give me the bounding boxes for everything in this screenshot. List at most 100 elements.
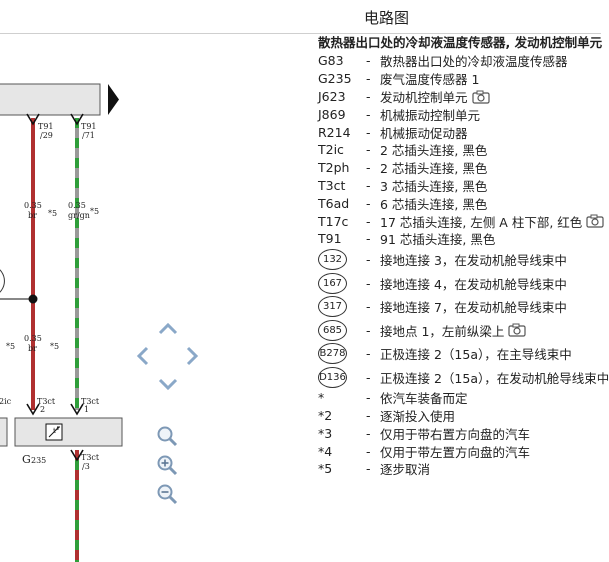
connector-t3ct-3-pin: /3: [82, 462, 90, 471]
legend-description-text: 机械振动控制单元: [380, 107, 481, 123]
legend-description-text: 17 芯插头连接, 左侧 A 柱下部, 红色: [380, 214, 583, 230]
legend-ground-row: D136 -正极连接 2（15a），在发动机舱导线束中: [318, 365, 609, 389]
pin-arrow-t91-71: [70, 113, 84, 126]
pan-navigation: [130, 318, 206, 394]
legend-ground-code-cell: B278: [318, 343, 366, 365]
legend-description-text: 发动机控制单元: [380, 90, 468, 105]
chevron-up-icon[interactable]: [157, 318, 179, 340]
legend-code: T6ad: [318, 195, 350, 211]
pin-arrow-t3ct-1: [70, 403, 84, 416]
connector-t91-29-label: T91: [38, 122, 54, 131]
wire-right-upper-note: *5: [90, 207, 99, 216]
legend-dash: -: [366, 407, 371, 423]
connector-t2ic-label: 2ic: [0, 397, 12, 406]
zoom-reset-icon[interactable]: [156, 425, 178, 447]
legend-dash: -: [366, 461, 371, 477]
connector-t91-71-label: T91: [81, 122, 97, 131]
legend-row: T2ic-2 芯插头连接, 黑色: [318, 141, 601, 159]
legend-description: 仅用于带右置方向盘的汽车: [380, 424, 530, 443]
legend-ground-code-cell: D136: [318, 366, 366, 388]
legend-dash: -: [366, 231, 371, 247]
legend-code: G83: [318, 53, 344, 69]
legend-description: 接地连接 3，在发动机舱导线束中: [380, 250, 567, 269]
legend-description: 接地点 1，左前纵梁上: [380, 321, 527, 340]
legend-dash: -: [366, 106, 371, 122]
chevron-left-icon[interactable]: [132, 345, 154, 367]
legend-title: 散热器出口处的冷却液温度传感器, 发动机控制单元: [318, 35, 603, 50]
camera-icon[interactable]: [508, 323, 527, 337]
legend-row: J623-发动机控制单元: [318, 88, 601, 106]
legend-description: 接地连接 4，在发动机舱导线束中: [380, 274, 567, 293]
legend-description-text: 逐步取消: [380, 462, 431, 478]
legend-row: *5-逐步取消: [318, 460, 601, 478]
legend-description: 91 芯插头连接, 黑色: [380, 229, 495, 248]
camera-icon[interactable]: [471, 90, 490, 104]
control-unit-block[interactable]: [0, 83, 101, 116]
connector-t91-29-pin: /29: [40, 131, 53, 140]
legend-code: *3: [318, 425, 333, 441]
legend-dash: -: [366, 213, 371, 229]
legend-row: T3ct-3 芯插头连接, 黑色: [318, 177, 601, 195]
legend-ground-code-cell: 317: [318, 296, 366, 318]
svg-text:t°: t°: [53, 427, 59, 435]
ground-point-symbol: D136: [318, 366, 347, 388]
connector-t3ct-3-label: T3ct: [81, 453, 100, 462]
connector-t91-71-pin: /71: [82, 131, 95, 140]
legend-dash: -: [366, 369, 371, 385]
legend-description-text: 接地连接 4，在发动机舱导线束中: [380, 276, 567, 292]
legend-description-text: 接地连接 7，在发动机舱导线束中: [380, 300, 567, 316]
legend-ground-code-cell: 167: [318, 272, 366, 294]
legend-description: 散热器出口处的冷却液温度传感器: [380, 51, 568, 70]
legend-description: 正极连接 2（15a），在发动机舱导线束中: [380, 368, 609, 387]
legend-footnotes: *-依汽车装备而定*2-逐渐投入使用*3-仅用于带右置方向盘的汽车*4-仅用于带…: [318, 389, 601, 478]
legend-description-text: 正极连接 2（15a），在主导线束中: [380, 347, 572, 363]
continuation-arrow[interactable]: [108, 84, 119, 115]
legend-description-text: 2 芯插头连接, 黑色: [380, 143, 488, 159]
legend-description-text: 6 芯插头连接, 黑色: [380, 196, 488, 212]
splice-node[interactable]: [28, 294, 38, 304]
wiring-diagram: T91 /29 T91 /71 0.35 br *5 0.35 gr/gn *5…: [0, 83, 123, 562]
g235-component[interactable]: [14, 417, 123, 447]
legend-dash: -: [366, 195, 371, 211]
wire-left-upper-size: 0.35: [24, 201, 42, 210]
legend-dash: -: [366, 88, 371, 104]
legend-dash: -: [366, 252, 371, 268]
legend-dash: -: [366, 71, 371, 87]
legend-code: *: [318, 390, 325, 406]
neighbour-component-block[interactable]: [0, 417, 8, 447]
legend-row: *3-仅用于带右置方向盘的汽车: [318, 424, 601, 442]
legend-code: R214: [318, 124, 351, 140]
chevron-down-icon[interactable]: [157, 373, 179, 395]
zoom-out-icon[interactable]: [156, 483, 178, 505]
legend-description-text: 仅用于带右置方向盘的汽车: [380, 426, 531, 442]
legend-description: 17 芯插头连接, 左侧 A 柱下部, 红色: [380, 212, 604, 231]
wire-left-lower-size: 0.35: [24, 334, 42, 343]
legend-ground-row: 317 -接地连接 7，在发动机舱导线束中: [318, 295, 601, 319]
legend-row: T2ph-2 芯插头连接, 黑色: [318, 159, 601, 177]
g235-label-sub: 235: [31, 456, 46, 465]
zoom-in-icon[interactable]: [156, 454, 178, 476]
legend-description: 逐步取消: [380, 459, 430, 478]
legend-row: *4-仅用于带左置方向盘的汽车: [318, 442, 601, 460]
legend-dash: -: [366, 299, 371, 315]
camera-icon[interactable]: [586, 214, 604, 228]
legend-row: G83 -散热器出口处的冷却液温度传感器: [318, 52, 601, 70]
legend-row: T6ad-6 芯插头连接, 黑色: [318, 194, 601, 212]
connector-t3ct-2-pin: 2: [40, 405, 45, 414]
legend-description-text: 3 芯插头连接, 黑色: [380, 178, 488, 194]
ground-point-symbol: 685: [318, 319, 347, 341]
branch-note: *5: [6, 342, 15, 351]
connector-t3ct-2-label: T3ct: [37, 397, 56, 406]
wire-right-upper-size: 0.35: [68, 201, 86, 210]
pin-arrow-t3ct-2: [26, 403, 40, 416]
legend-dash: -: [366, 53, 371, 69]
legend-description: 3 芯插头连接, 黑色: [380, 176, 487, 195]
chevron-right-icon[interactable]: [181, 345, 203, 367]
g235-label-main: G: [22, 453, 31, 466]
legend-ground-row: 132-接地连接 3，在发动机舱导线束中: [318, 248, 601, 272]
legend-description-text: 接地连接 3，在发动机舱导线束中: [380, 253, 567, 269]
legend-row: T17c-17 芯插头连接, 左侧 A 柱下部, 红色: [318, 212, 604, 231]
legend-panel: 散热器出口处的冷却液温度传感器, 发动机控制单元 G83-散热器出口处的冷却液温…: [318, 34, 609, 477]
legend-description-text: 机械振动促动器: [380, 125, 468, 141]
ground-point-symbol: 317: [318, 296, 347, 318]
